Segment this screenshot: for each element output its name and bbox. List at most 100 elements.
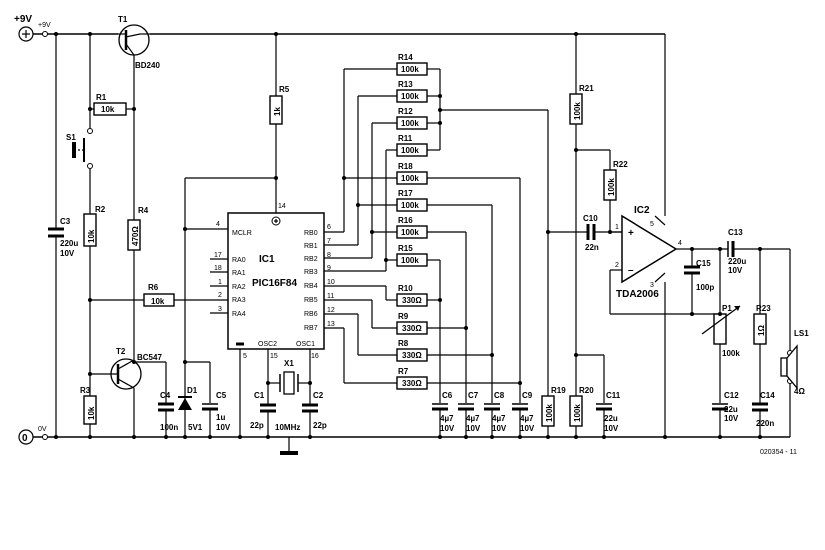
t2-part: BC547 [137,353,162,362]
r4-value: 470Ω [131,226,140,246]
capacitor-c7 [458,403,474,439]
vplus-label: +9V [14,14,32,25]
capacitor-c11 [596,403,612,439]
r8-value: 330Ω [402,351,422,360]
r23-value: 1Ω [757,325,766,336]
r10-name: R10 [398,284,413,293]
ic2-pin2: 2 [615,262,619,269]
c3-volt: 10V [60,249,75,258]
r14-name: R14 [398,53,413,62]
ic1-osc2: OSC2 [258,341,277,348]
c6-value: 4µ7 [440,414,454,423]
ic1-name: IC1 [259,254,275,265]
c5-value: 1u [216,413,225,422]
d1-value: 5V1 [188,423,203,432]
r15-name: R15 [398,244,413,253]
ic1-pin16: 16 [311,353,319,360]
r21-name: R21 [579,84,594,93]
c1-name: C1 [254,391,265,400]
ic1-pin14: 14 [278,203,286,210]
ic1-rb7: RB7 [304,325,318,332]
c6-name: C6 [442,391,453,400]
potentiometer-p1[interactable] [701,249,741,403]
ic2-pin4: 4 [678,240,682,247]
resistor-r4 [127,219,141,362]
d1-name: D1 [187,386,198,395]
c4-name: C4 [160,391,171,400]
r11-name: R11 [398,134,413,143]
r14-value: 100k [401,65,419,74]
r4-name: R4 [138,206,149,215]
c9-name: C9 [522,391,533,400]
capacitor-c12 [712,403,728,439]
ground-symbol [280,437,298,455]
ic1-rb2: RB2 [304,256,318,263]
crystal-x1 [266,349,312,395]
r13-name: R13 [398,80,413,89]
c7-volt: 10V [466,424,481,433]
capacitor-c15 [684,247,700,316]
ic1-rb3: RB3 [304,269,318,276]
ladder-bus-lower [438,178,522,403]
ic1-pin7: 7 [327,238,331,245]
switch-s1[interactable] [72,109,93,214]
resistor-r8 [324,313,492,362]
c11-name: C11 [606,391,621,400]
ic1-pin11: 11 [327,293,334,300]
footer-code: 020354 - 11 [760,449,797,456]
ic1-pin1: 1 [218,279,222,286]
ic2-plus: + [628,228,634,239]
c10-value: 22n [585,243,599,252]
ic1-pin9: 9 [327,265,331,272]
ic1-pin18: 18 [214,265,222,272]
t1-name: T1 [118,15,128,24]
resistor-r15 [396,253,440,267]
capacitor-c9 [512,403,528,439]
c8-value: 4µ7 [492,414,506,423]
c12-name: C12 [724,391,739,400]
resistor-ladder [324,68,397,272]
c4-value: 100n [160,423,178,432]
r16-name: R16 [398,216,413,225]
r19-value: 100k [545,404,554,422]
ic1-ra3: RA3 [232,297,246,304]
r7-name: R7 [398,367,409,376]
ic1-pin2: 2 [218,292,222,299]
r9-value: 330Ω [402,324,422,333]
r16-value: 100k [401,228,419,237]
c2-value: 22p [313,421,327,430]
resistor-r21 [569,32,610,403]
r22-name: R22 [613,160,628,169]
r9-name: R9 [398,312,409,321]
r15-value: 100k [401,256,419,265]
r17-name: R17 [398,189,413,198]
c14-value: 220n [756,419,774,428]
r5-name: R5 [279,85,290,94]
ic1-pin8: 8 [327,252,331,259]
ic1-rb0: RB0 [304,230,318,237]
s1-name: S1 [66,133,76,142]
resistor-r3 [83,300,136,439]
resistor-r13 [396,89,440,103]
c13-value: 220u [728,257,746,266]
c8-volt: 10V [492,424,507,433]
zener-diode-d1 [178,360,210,439]
ladder-bus-upper [438,69,549,396]
c12-value: 22u [724,405,738,414]
r20-value: 100k [573,404,582,422]
ic2-pin1: 1 [615,224,619,231]
ic1-osc1: OSC1 [296,341,315,348]
resistor-r20 [569,395,583,439]
ls1-value: 4Ω [794,387,805,396]
ic2-minus: – [628,265,634,276]
t2-name: T2 [116,347,126,356]
ic1-pin12: 12 [327,307,335,314]
ic1-pin10: 10 [327,279,335,286]
resistor-r19 [541,230,588,439]
c15-value: 100p [696,283,714,292]
ic1-pin3: 3 [218,306,222,313]
p1-value: 100k [722,349,740,358]
c11-value: 22u [604,414,618,423]
r6-value: 10k [151,297,165,306]
resistor-r11 [396,143,440,157]
